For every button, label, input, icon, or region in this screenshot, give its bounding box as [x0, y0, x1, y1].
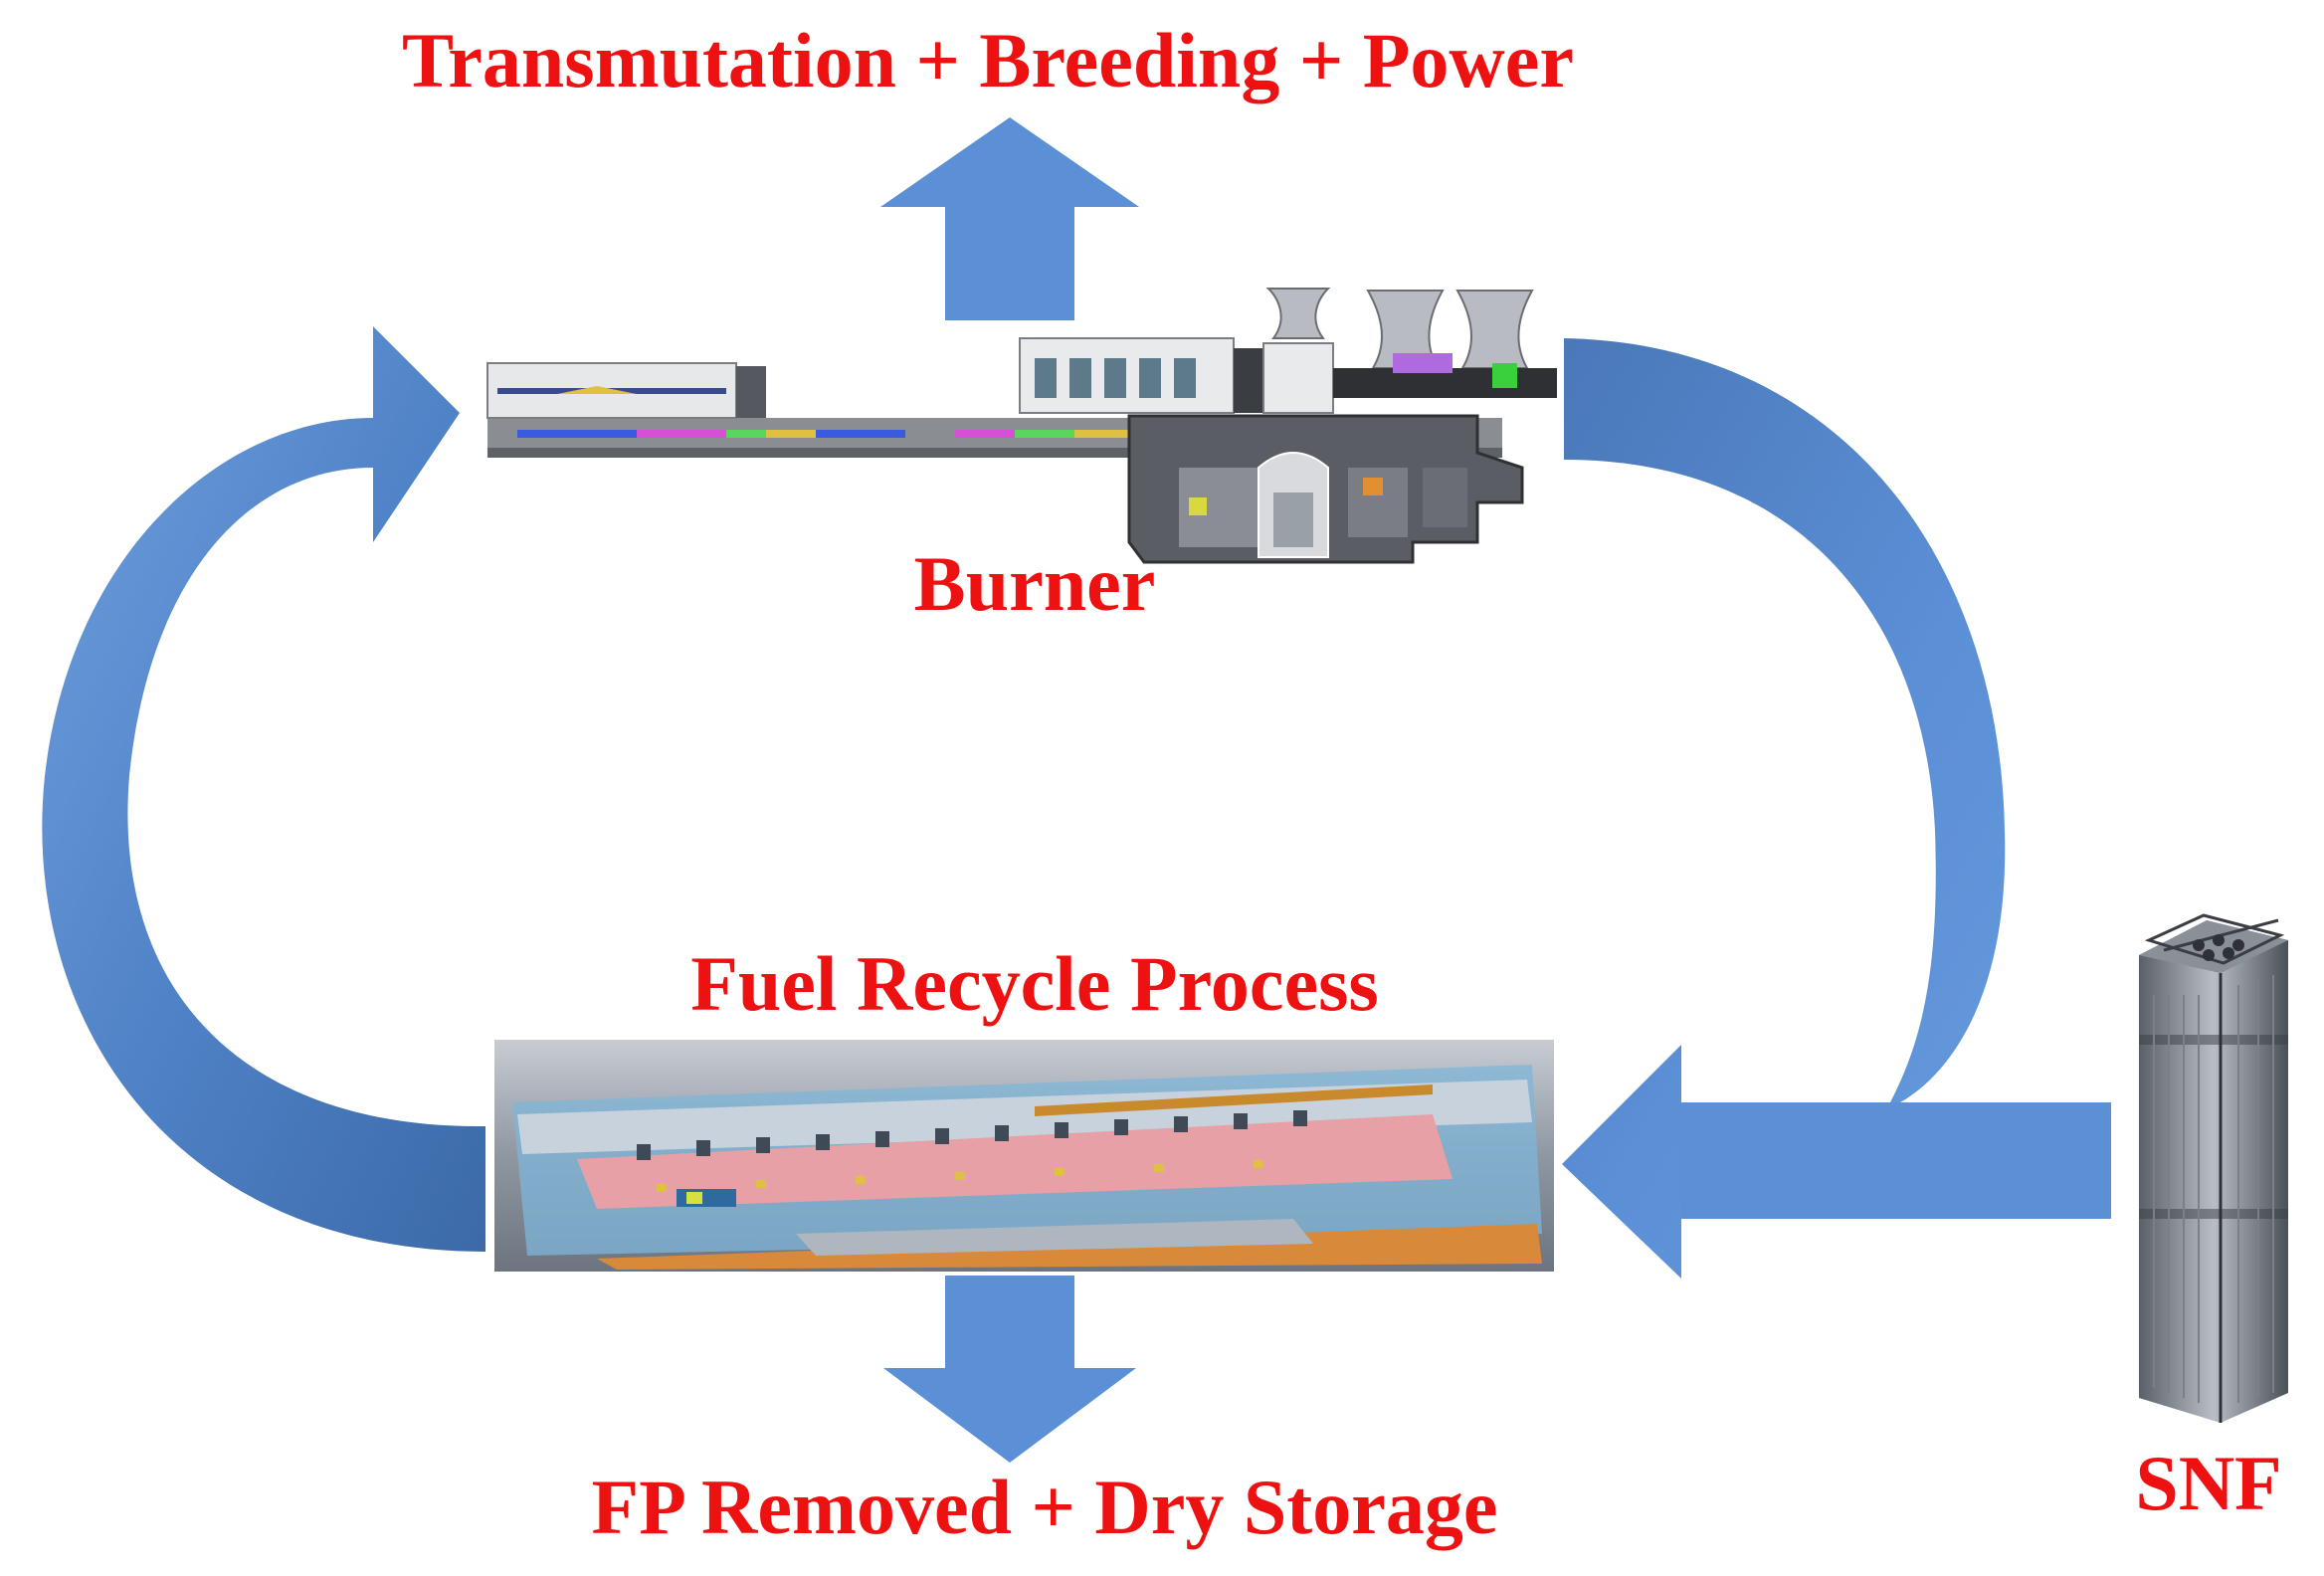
snf-label: SNF: [2135, 1440, 2282, 1526]
output-label: Transmutation + Breeding + Power: [402, 17, 1574, 103]
recycle-facility-illustration: [494, 1040, 1554, 1272]
waste-label: FP Removed + Dry Storage: [591, 1464, 1498, 1550]
recycle-label: Fuel Recycle Process: [690, 940, 1379, 1027]
fuel-assembly-illustration: [2139, 913, 2288, 1423]
burner-label: Burner: [913, 540, 1156, 627]
up-arrow: [880, 117, 1139, 320]
snf-arrow-body: [1681, 1102, 2111, 1219]
burner-plant-illustration: [486, 288, 1557, 564]
down-arrow: [883, 1276, 1136, 1463]
left-cycle-arrow: [42, 326, 485, 1252]
